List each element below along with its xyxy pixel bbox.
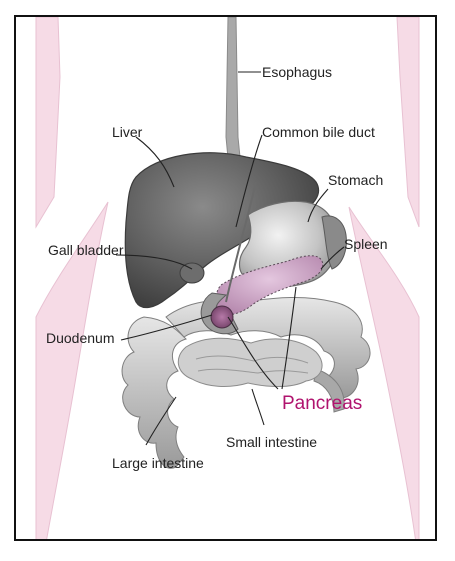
diagram-frame: Esophagus Liver Common bile duct Stomach…	[14, 15, 437, 541]
pancreas-label: Pancreas	[282, 393, 362, 414]
liver-label: Liver	[112, 124, 143, 140]
small-intestine-shape	[178, 338, 322, 386]
duodenum-label: Duodenum	[46, 330, 115, 346]
large-intestine-label: Large intestine	[112, 455, 204, 471]
common-bile-duct-label: Common bile duct	[262, 124, 375, 140]
gall-bladder-shape	[180, 263, 204, 283]
small-intestine-label: Small intestine	[226, 434, 317, 450]
spleen-label: Spleen	[344, 236, 388, 252]
gall-bladder-label: Gall bladder	[48, 242, 124, 258]
digestive-system-diagram: Esophagus Liver Common bile duct Stomach…	[16, 17, 437, 541]
esophagus-label: Esophagus	[262, 64, 332, 80]
stomach-label: Stomach	[328, 172, 383, 188]
